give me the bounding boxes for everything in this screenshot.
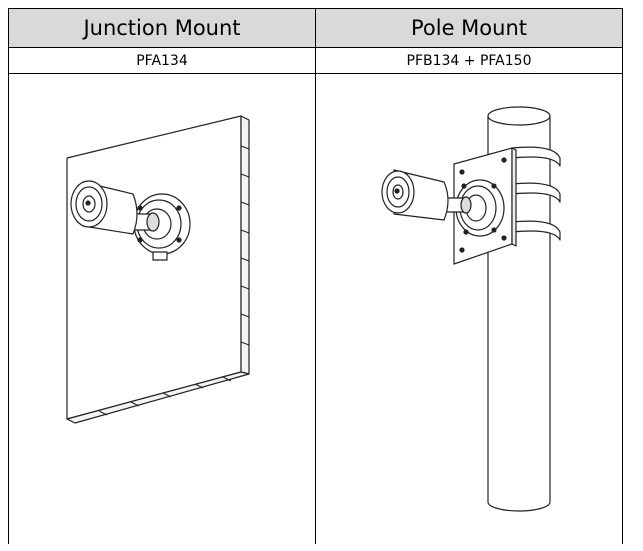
wall-edge-bottom xyxy=(66,371,250,424)
pole-bullet-camera xyxy=(381,169,449,221)
junction-mount-heading: Junction Mount xyxy=(8,8,316,48)
junction-mount-model: PFA134 xyxy=(8,47,316,74)
pole-mount-heading: Pole Mount xyxy=(315,8,623,48)
header-row: Junction Mount Pole Mount xyxy=(8,8,623,48)
junction-mount-illustration-cell xyxy=(8,73,316,544)
illustration-row xyxy=(8,73,623,544)
pole-junction-box xyxy=(455,179,505,237)
pole-mount-illustration-cell xyxy=(315,73,623,544)
junction-mount-illustration xyxy=(66,115,250,424)
model-row: PFA134 PFB134 + PFA150 xyxy=(8,47,623,74)
pole-mount-model: PFB134 + PFA150 xyxy=(315,47,623,74)
wall-edge-right xyxy=(240,115,250,375)
pole-mount-illustration xyxy=(381,106,561,512)
mount-comparison-table: Junction Mount Pole Mount PFA134 PFB134 … xyxy=(8,8,623,544)
bullet-camera xyxy=(70,180,138,235)
wall-panel xyxy=(66,115,242,420)
pole-clamps xyxy=(511,146,561,241)
wall-edge-ticks xyxy=(98,145,250,416)
